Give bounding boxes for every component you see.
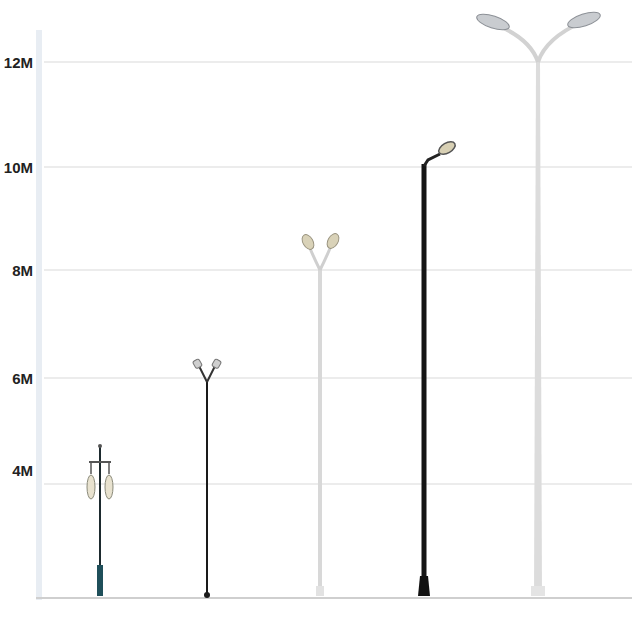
lamp-pole-10m: [418, 139, 457, 596]
axis-tick-label: 4M: [12, 463, 33, 478]
axis-tick-label: 8M: [12, 263, 33, 278]
lamp-pole-8m: [300, 232, 342, 596]
grid-lines: [44, 62, 632, 484]
axis-tick-label: 12M: [4, 55, 33, 70]
y-axis: [36, 30, 42, 600]
lamp-pole-4m: [87, 444, 113, 596]
axis-tick-label: 10M: [4, 160, 33, 175]
baseline: [36, 597, 632, 599]
lamp-pole-12m: [475, 9, 602, 596]
axis-tick-label: 6M: [12, 371, 33, 386]
lamp-pole-6m: [192, 359, 221, 598]
